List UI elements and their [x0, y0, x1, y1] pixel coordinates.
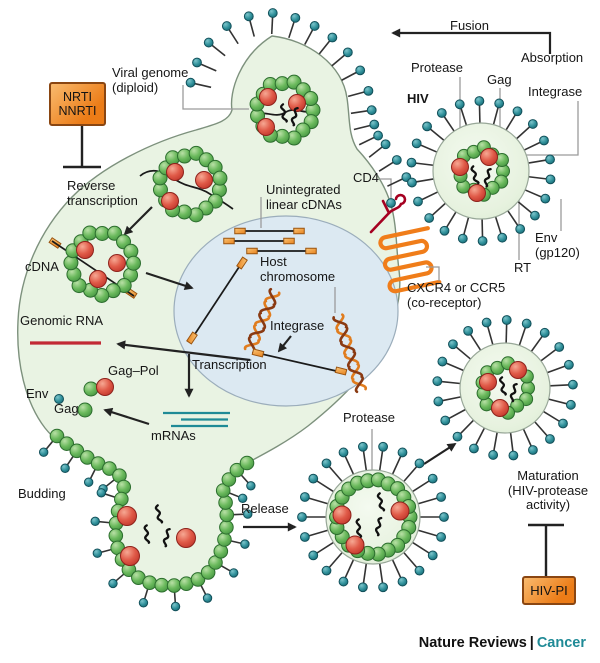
label-viral-genome-line1: Viral genome	[112, 65, 189, 80]
connector-coreceptor	[426, 266, 440, 281]
cd4-receptor	[369, 193, 407, 234]
journal-footer: Nature Reviews|Cancer	[419, 635, 586, 651]
budding-virion-core	[117, 504, 196, 566]
label-env-line2: (gp120)	[535, 244, 580, 260]
label-viral-genome: Viral genome (diploid)	[112, 65, 189, 95]
capsid-fusing	[249, 74, 321, 146]
label-hiv: HIV	[407, 91, 429, 106]
nrti-box-line2: NNRTI	[58, 104, 97, 118]
label-integrase-nucleus: Integrase	[270, 318, 325, 333]
arrow-fusion	[391, 28, 552, 54]
arrow-maturation	[423, 443, 457, 465]
virion-released-immature	[297, 441, 449, 593]
label-env-protein: Env	[26, 386, 49, 401]
label-maturation-line3: activity)	[525, 497, 571, 513]
connector-viral-genome	[182, 85, 249, 110]
virion-maturing	[432, 315, 578, 461]
label-env-line1: Env	[535, 230, 558, 245]
arrow-genomic-rna-export	[116, 340, 251, 362]
cytoplasm-molecules	[30, 341, 230, 428]
coreceptor-cxcr4-ccr5	[378, 226, 442, 294]
label-host-line2: chromosome	[260, 268, 336, 284]
label-gag-pol: Gag–Pol	[108, 363, 159, 378]
label-reverse-line2: transcription	[67, 192, 138, 208]
label-host-line1: Host	[260, 254, 287, 269]
integrated-provirus	[252, 351, 346, 374]
label-unintegrated-line1: Unintegrated	[266, 182, 341, 197]
label-protease-bottom: Protease	[343, 410, 396, 425]
host-chromosome-dna	[243, 287, 367, 394]
label-gag-protein: Gag	[54, 401, 79, 416]
hiv-virion-mature-top	[406, 96, 556, 246]
label-cd4: CD4	[353, 170, 380, 185]
inhibit-nrti-tbar	[63, 124, 101, 169]
fusion-bulge-spikes	[185, 8, 412, 208]
process-arrows	[63, 28, 564, 577]
label-unintegrated-line2: linear cDNAs	[266, 196, 342, 212]
cdna-entering-nucleus	[190, 260, 244, 341]
label-rt: RT	[514, 260, 532, 275]
label-coreceptor-line1: CXCR4 or CCR5	[407, 280, 506, 295]
label-genomic-rna: Genomic RNA	[20, 313, 104, 328]
gag-protein-dot	[77, 402, 93, 418]
label-coreceptor-line2: (co-receptor)	[407, 294, 482, 310]
label-gag-top: Gag	[487, 72, 512, 87]
label-host-chromosome: Host chromosome	[260, 254, 336, 284]
nrti-inhibitor-box: NRTI NNRTI	[49, 82, 106, 126]
label-budding: Budding	[18, 486, 66, 501]
gag-pol-red-subunit	[96, 378, 114, 396]
capsid-uncoating	[152, 145, 228, 223]
label-transcription: Transcription	[192, 357, 267, 372]
journal-separator: |	[529, 635, 534, 651]
label-release: Release	[241, 501, 289, 516]
label-mrnas: mRNAs	[151, 428, 196, 443]
label-viral-genome-line2: (diploid)	[112, 79, 159, 95]
hiv-pi-inhibitor-box: HIV-PI	[522, 576, 576, 605]
label-coreceptor: CXCR4 or CCR5 (co-receptor)	[407, 280, 506, 310]
arrow-translation	[103, 407, 150, 426]
journal-section: Cancer	[536, 635, 586, 651]
arrow-integration	[277, 335, 292, 353]
label-protease-top: Protease	[411, 60, 464, 75]
label-maturation-line1: Maturation	[517, 468, 579, 483]
label-maturation: Maturation (HIV-protease activity)	[503, 468, 593, 513]
label-env-gp120: Env (gp120)	[535, 230, 580, 260]
label-maturation-line2: (HIV-protease	[507, 482, 589, 498]
budding-virion-membrane	[38, 428, 256, 612]
label-reverse-transcription: Reverse transcription	[67, 178, 138, 208]
gag-pol-green-subunit	[83, 381, 99, 397]
inhibit-hivpi-tbar	[528, 523, 564, 577]
env-protein-dot	[54, 394, 64, 404]
hiv-pi-box-label: HIV-PI	[530, 583, 568, 598]
arrow-nuclear-import	[145, 271, 194, 291]
journal-brand: Nature Reviews	[418, 635, 527, 651]
label-unintegrated-cdnas: Unintegrated linear cDNAs	[266, 182, 342, 212]
arrow-reverse-transcription	[123, 206, 153, 236]
label-absorption: Absorption	[521, 50, 584, 65]
connector-cd4	[380, 178, 392, 202]
label-cdna: cDNA	[25, 259, 59, 274]
label-integrase-top: Integrase	[528, 84, 583, 99]
label-reverse-line1: Reverse	[67, 178, 116, 193]
capsid-cdna	[63, 225, 142, 303]
label-fusion: Fusion	[450, 18, 490, 33]
nrti-box-line1: NRTI	[63, 90, 92, 104]
nucleus	[173, 215, 399, 407]
